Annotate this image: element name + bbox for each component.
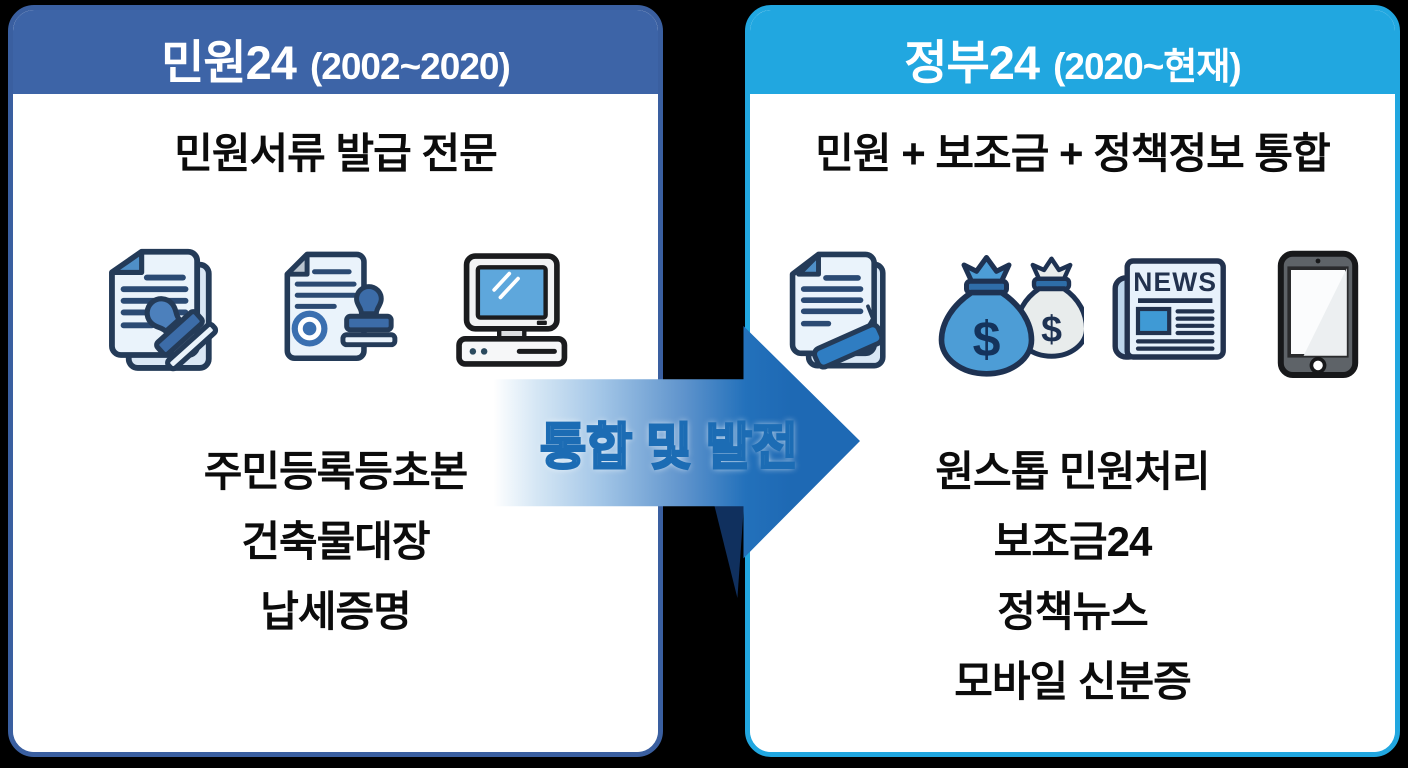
integration-arrow: 통합 및 발전 <box>478 326 860 568</box>
desktop-computer-icon <box>455 253 567 367</box>
list-item: 납세증명 <box>260 588 412 635</box>
gov24-icons-row: $ $ NEWS <box>774 237 1372 393</box>
gov24-period: (2020~현재) <box>1053 46 1242 87</box>
list-item: 건축물대장 <box>241 518 430 565</box>
minwon24-title: 민원24 <box>161 36 297 89</box>
tablet-icon <box>1277 250 1358 378</box>
arrow-label: 통합 및 발전 <box>539 417 799 476</box>
news-icon: NEWS <box>1112 258 1226 360</box>
money-bags-icon: $ $ <box>938 255 1084 377</box>
gov24-header: 정부24 (2020~현재) <box>750 10 1395 94</box>
document-pen-icon <box>789 251 886 370</box>
list-item: 원스톱 민원처리 <box>935 448 1210 495</box>
gov24-title: 정부24 <box>904 36 1040 89</box>
stamped-documents-icon <box>108 248 218 372</box>
minwon24-header: 민원24 (2002~2020) <box>13 10 658 94</box>
gov24-panel: 정부24 (2020~현재) 민원 + 보조금 + 정책정보 통합 <box>745 5 1400 757</box>
minwon24-icons-row <box>90 237 582 393</box>
list-item: 주민등록등초본 <box>203 448 468 495</box>
minwon24-subtitle: 민원서류 발급 전문 <box>174 130 497 177</box>
news-icon-label: NEWS <box>1133 267 1217 297</box>
minwon24-period: (2002~2020) <box>309 46 511 87</box>
list-item: 보조금24 <box>993 518 1153 565</box>
gov24-service-list: 원스톱 민원처리 보조금24 정책뉴스 모바일 신분증 <box>935 437 1210 717</box>
list-item: 정책뉴스 <box>997 588 1149 635</box>
certificate-seal-stamp-icon <box>284 251 397 362</box>
gov24-subtitle: 민원 + 보조금 + 정책정보 통합 <box>815 130 1330 177</box>
minwon24-body: 민원서류 발급 전문 <box>13 94 658 752</box>
gov24-body: 민원 + 보조금 + 정책정보 통합 <box>750 94 1395 752</box>
svg-text:$: $ <box>972 311 1000 367</box>
minwon24-service-list: 주민등록등초본 건축물대장 납세증명 <box>203 437 468 647</box>
svg-text:$: $ <box>1041 307 1062 349</box>
list-item: 모바일 신분증 <box>954 658 1192 705</box>
